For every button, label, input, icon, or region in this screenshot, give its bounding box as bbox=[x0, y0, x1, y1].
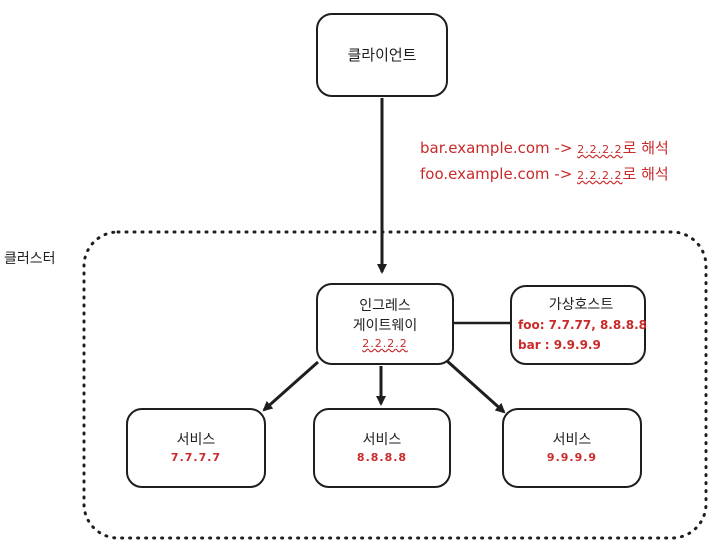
service-node-3: 서비스 9.9.9.9 bbox=[502, 408, 642, 488]
dns-note-foo-ip: 2.2.2.2 bbox=[577, 169, 623, 182]
ingress-label: 인그레스 bbox=[359, 298, 411, 314]
dns-note-foo-arrow: -> bbox=[554, 165, 573, 183]
service-1-ip: 7.7.7.7 bbox=[170, 451, 222, 464]
dns-note-bar-host: bar.example.com bbox=[420, 139, 550, 157]
dns-note-bar-ip: 2.2.2.2 bbox=[577, 143, 623, 156]
service-node-2: 서비스 8.8.8.8 bbox=[313, 408, 451, 488]
client-node: 클라이언트 bbox=[316, 13, 448, 97]
service-1-label: 서비스 bbox=[176, 432, 216, 448]
ingress-gateway-node: 인그레스 게이트웨이 2.2.2.2 bbox=[316, 283, 454, 365]
dns-note-foo-host: foo.example.com bbox=[420, 165, 550, 183]
service-3-label: 서비스 bbox=[552, 432, 592, 448]
virtual-host-bar-entry: bar : 9.9.9.9 bbox=[518, 338, 601, 352]
gateway-label: 게이트웨이 bbox=[352, 318, 418, 334]
virtual-host-node: 가상호스트 foo: 7.7.77, 8.8.8.8 bar : 9.9.9.9 bbox=[510, 285, 648, 365]
dns-note-bar: bar.example.com -> 2.2.2.2로 해석 bbox=[420, 138, 669, 160]
cluster-boundary bbox=[82, 230, 708, 540]
dns-note-bar-arrow: -> bbox=[554, 139, 573, 157]
virtual-host-title: 가상호스트 bbox=[548, 297, 614, 313]
dns-note-foo-suffix: 로 해석 bbox=[622, 165, 669, 183]
service-2-ip: 8.8.8.8 bbox=[356, 451, 408, 464]
dns-note-bar-suffix: 로 해석 bbox=[622, 139, 669, 157]
service-node-1: 서비스 7.7.7.7 bbox=[126, 408, 266, 488]
ingress-to-service-3-arrow bbox=[444, 358, 506, 414]
service-3-ip: 9.9.9.9 bbox=[546, 451, 598, 464]
client-label: 클라이언트 bbox=[347, 46, 417, 64]
virtual-host-foo-entry: foo: 7.7.77, 8.8.8.8 bbox=[518, 318, 648, 332]
dns-note-foo: foo.example.com -> 2.2.2.2로 해석 bbox=[420, 164, 669, 186]
ingress-ip: 2.2.2.2 bbox=[362, 337, 408, 350]
ingress-to-service-1-arrow bbox=[262, 360, 319, 412]
cluster-label: 클러스터 bbox=[4, 251, 56, 267]
service-2-label: 서비스 bbox=[362, 432, 402, 448]
